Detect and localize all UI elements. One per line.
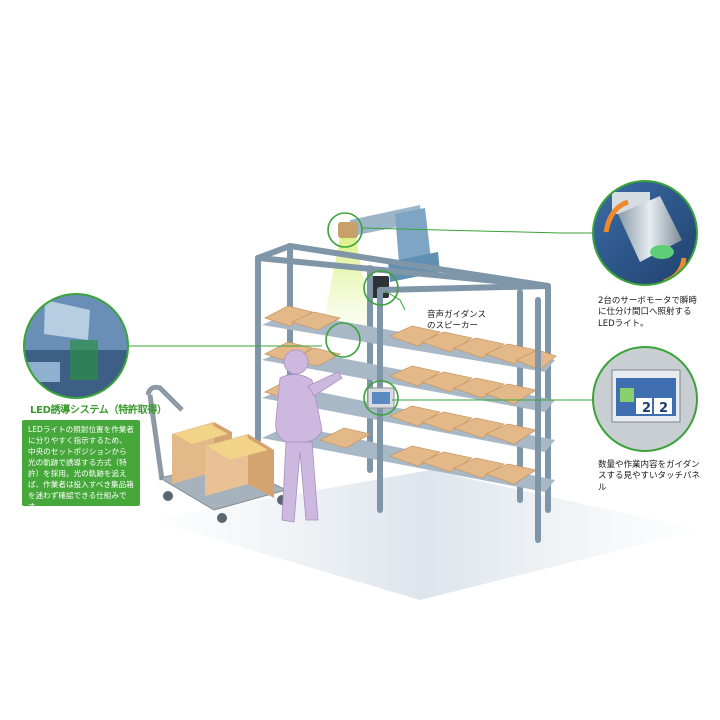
callout-touch-panel-label: 数量や作業内容をガイダン スする見やすいタッチパネル bbox=[598, 460, 701, 493]
worker-figure bbox=[275, 349, 343, 523]
callout-speaker-label: 音声ガイダンス のスピーカー bbox=[427, 310, 486, 332]
panel-digit-1: 2 bbox=[642, 401, 651, 416]
scene-highlights bbox=[325, 212, 399, 416]
system-title: LED誘導システム（特許取得） bbox=[30, 405, 167, 416]
box-row-4 bbox=[318, 427, 538, 485]
photo-touch-panel: 2 2 bbox=[592, 346, 698, 452]
panel-digit-2: 2 bbox=[659, 401, 668, 416]
hand-cart bbox=[145, 384, 288, 523]
box-row-2 bbox=[263, 341, 538, 405]
led-light-head bbox=[338, 222, 358, 238]
callout-lines bbox=[128, 227, 594, 401]
sorting-boxes bbox=[263, 305, 557, 485]
box-row-1 bbox=[263, 305, 557, 371]
led-light-beam bbox=[322, 238, 372, 330]
system-description: LEDライトの照射位置を作業者に分りやすく指示するため、中央のセットポジションか… bbox=[22, 420, 140, 511]
callout-led-light-label: 2台のサーボモータで瞬時 に仕分け間口へ照射する LEDライト。 bbox=[598, 296, 697, 329]
photo-led-light bbox=[592, 180, 698, 286]
touch-panel bbox=[367, 387, 395, 409]
photo-led-guidance bbox=[23, 293, 129, 399]
